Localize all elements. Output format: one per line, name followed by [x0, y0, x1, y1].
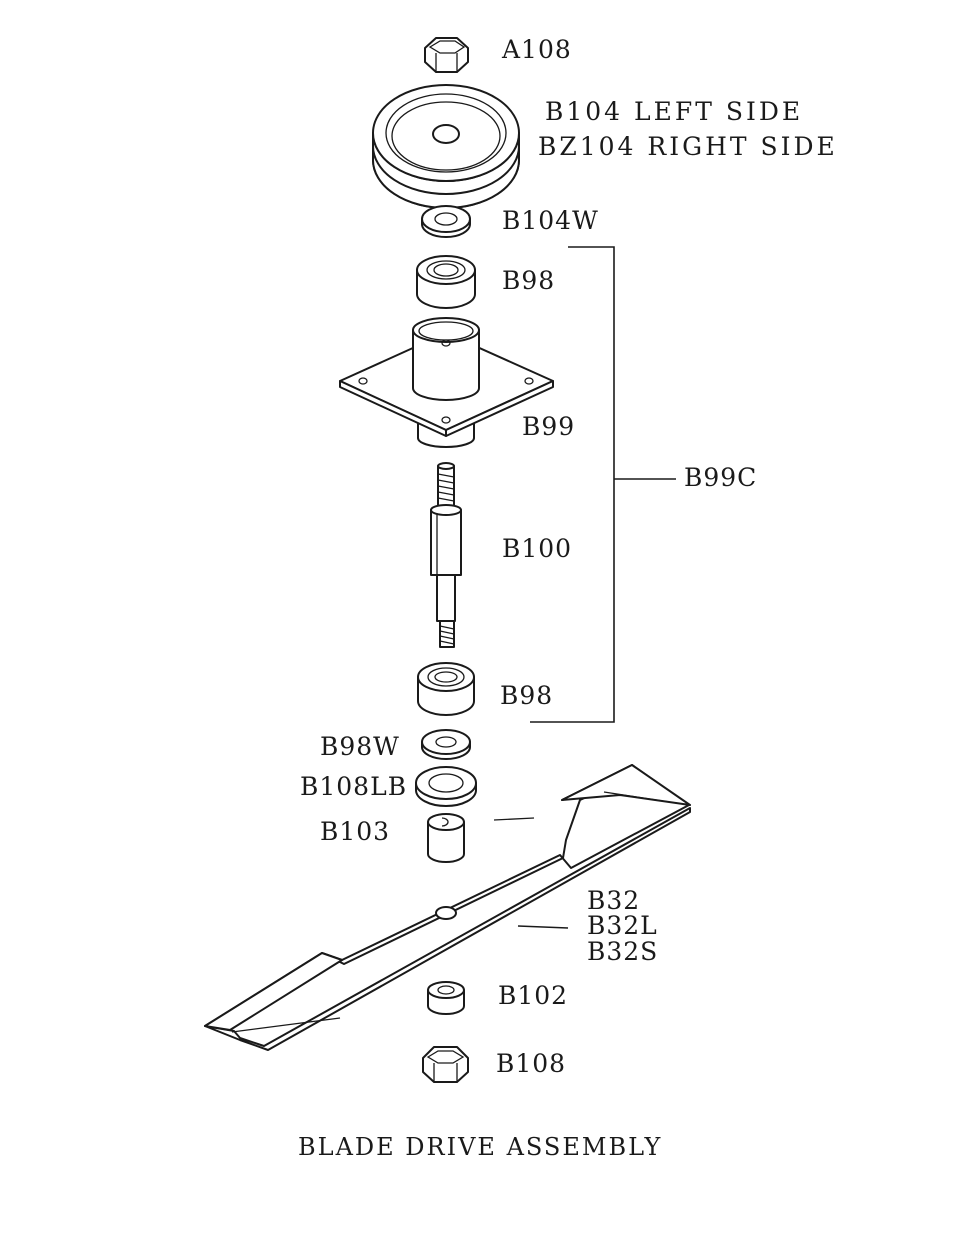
b98-bearing-top [416, 255, 476, 309]
label-b99c: B99C [684, 463, 757, 492]
label-a108: A108 [501, 35, 572, 64]
label-b32s: B32S [587, 937, 658, 966]
diagram-title: BLADE DRIVE ASSEMBLY [298, 1133, 662, 1161]
label-b108lb: B108LB [300, 772, 407, 801]
b102-spacer [427, 981, 465, 1015]
b104-pulley [372, 84, 520, 209]
label-bz104-right: BZ104 RIGHT SIDE [538, 132, 838, 161]
label-b104w: B104W [502, 206, 599, 235]
label-b98-top: B98 [502, 266, 555, 295]
label-b99: B99 [522, 412, 575, 441]
b100-spindle [430, 462, 462, 648]
b32-blade [204, 764, 691, 1051]
b98w-washer [421, 729, 471, 760]
b98-bearing-bottom [417, 662, 475, 716]
label-b32: B32 [587, 886, 640, 915]
label-b100: B100 [502, 534, 572, 563]
b104w-washer [421, 205, 471, 238]
b108-nut [422, 1046, 469, 1083]
label-b108: B108 [496, 1049, 566, 1078]
label-b98-bottom: B98 [500, 681, 553, 710]
b99c-bracket [530, 246, 676, 723]
label-b103: B103 [320, 817, 390, 846]
a108-nut [424, 37, 469, 73]
label-b104-left: B104 LEFT SIDE [545, 97, 803, 126]
b108lb-washer [415, 766, 477, 807]
b99-housing [339, 317, 554, 448]
label-b32l: B32L [587, 911, 658, 940]
label-b98w: B98W [320, 732, 400, 761]
b103-spacer [427, 813, 465, 863]
label-b102: B102 [498, 981, 568, 1010]
